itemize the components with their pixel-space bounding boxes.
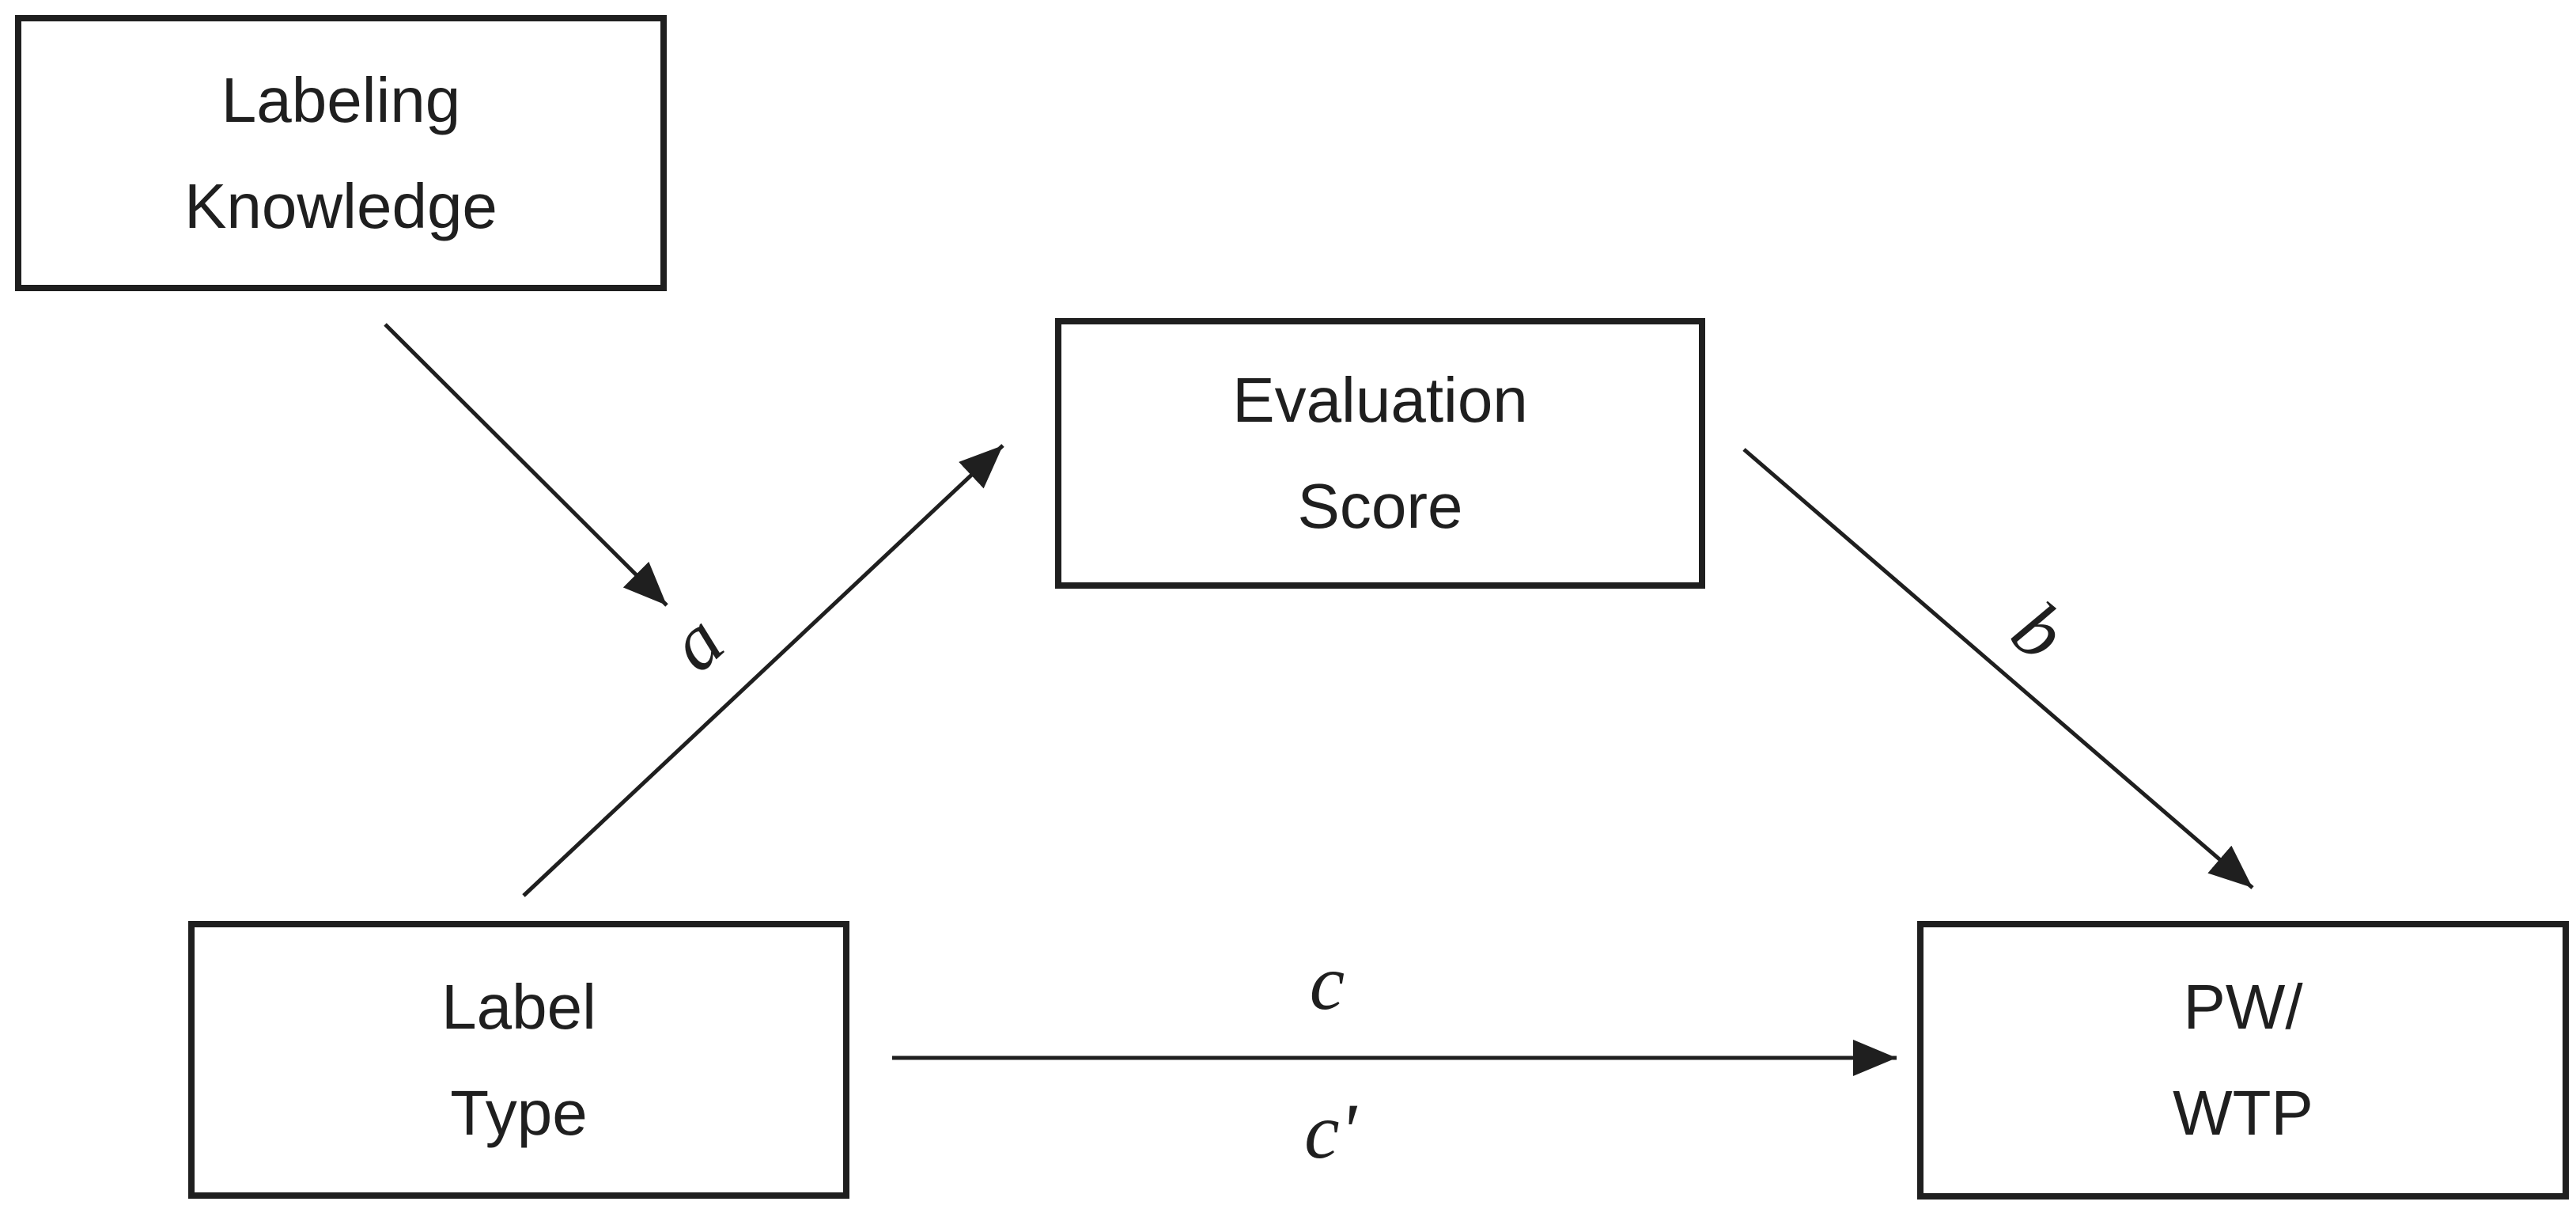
path-label-c: c: [1309, 938, 1345, 1026]
node-labeling-knowledge-line2: Knowledge: [184, 170, 497, 241]
node-label-type: Label Type: [188, 921, 849, 1199]
node-evaluation-score-line1: Evaluation: [1232, 365, 1528, 435]
node-pw-wtp: PW/ WTP: [1917, 921, 2569, 1200]
node-label-type-line1: Label: [441, 971, 596, 1042]
arrow-path-b-evaluation-to-pwwtp: [1742, 448, 2254, 889]
node-labeling-knowledge-line1: Labeling: [221, 64, 461, 135]
node-evaluation-score-line2: Score: [1297, 471, 1463, 541]
arrow-knowledge-to-path-a: [384, 323, 668, 607]
node-labeling-knowledge: Labeling Knowledge: [15, 15, 667, 291]
path-label-c-prime: c': [1304, 1087, 1356, 1175]
node-label-type-line2: Type: [450, 1077, 588, 1148]
node-pw-wtp-line2: WTP: [2173, 1078, 2313, 1148]
arrow-path-a-labeltype-to-evaluation: [522, 444, 1004, 897]
node-evaluation-score: Evaluation Score: [1055, 318, 1705, 589]
node-pw-wtp-line1: PW/: [2183, 972, 2303, 1042]
